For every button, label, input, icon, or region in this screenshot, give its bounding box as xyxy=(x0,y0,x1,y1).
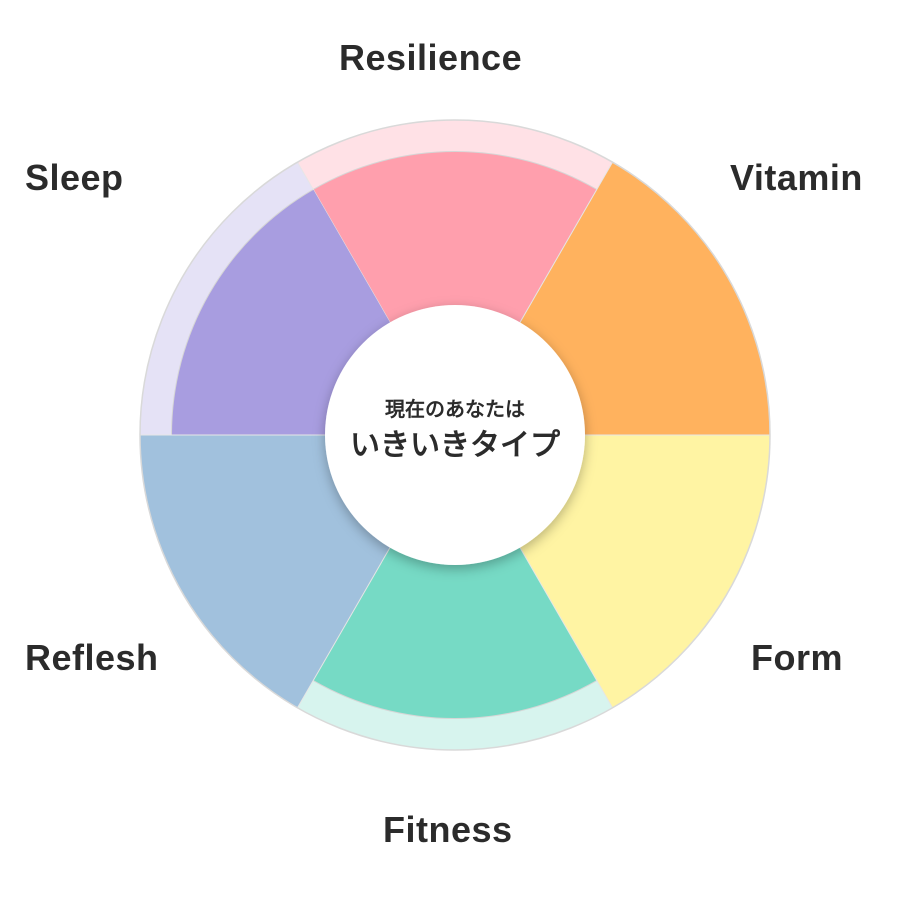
segment-divider-reflesh xyxy=(297,545,392,709)
label-form: Form xyxy=(751,637,843,678)
label-vitamin: Vitamin xyxy=(730,157,863,198)
label-fitness: Fitness xyxy=(383,809,513,850)
label-resilience: Resilience xyxy=(339,37,523,78)
segment-divider-fitness xyxy=(518,545,613,709)
segment-resilience[interactable] xyxy=(313,152,597,325)
center-subtitle: 現在のあなたは xyxy=(385,397,525,421)
segment-sleep[interactable] xyxy=(172,189,391,435)
segment-divider-vitamin xyxy=(518,161,613,325)
segment-vitamin[interactable] xyxy=(519,162,770,435)
segment-reflesh[interactable] xyxy=(139,435,391,708)
chart-outline xyxy=(139,119,771,751)
segment-fitness[interactable] xyxy=(313,545,597,719)
segments xyxy=(139,152,770,719)
segment-form[interactable] xyxy=(519,435,770,708)
label-reflesh: Reflesh xyxy=(25,637,159,678)
center-title: いきいきタイプ xyxy=(350,428,561,463)
label-sleep: Sleep xyxy=(25,157,124,198)
center-disc: 現在のあなたは いきいきタイプ xyxy=(325,305,585,565)
